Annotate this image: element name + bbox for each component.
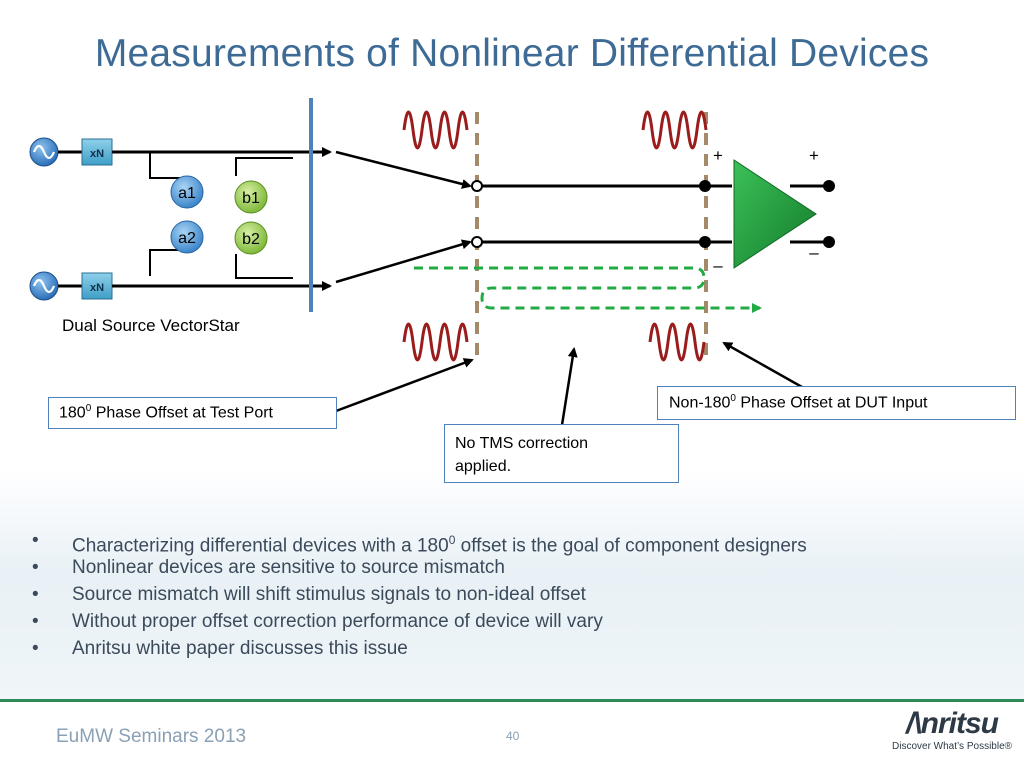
receiver-b1-label: b1 [242,190,260,207]
page-number: 40 [506,729,520,743]
bullet-list: Characterizing differential devices with… [32,527,807,662]
bullet-3-text: Source mismatch will shift stimulus sign… [72,584,586,605]
source-top-icon [29,137,59,167]
signal-path-dashed [414,266,762,313]
input-plus-sign: + [713,146,723,165]
differential-amplifier-icon [733,159,817,269]
callout-no-tms-line2: applied. [455,458,512,475]
bullet-item: Anritsu white paper discusses this issue [32,635,807,662]
logo-wordmark: /\nritsu [905,707,999,740]
bullet-item: Nonlinear devices are sensitive to sourc… [32,554,807,581]
footer-event-label: EuMW Seminars 2013 [56,726,247,747]
bullet-5-text: Anritsu white paper discusses this issue [72,638,408,659]
callout-dut-input: Non-1800 Phase Offset at DUT Input [657,386,1016,420]
output-plus-sign: + [809,146,819,165]
bullet-4-text: Without proper offset correction perform… [72,611,603,632]
callout-dut-text: Phase Offset at DUT Input [735,394,928,412]
bullet-item: Characterizing differential devices with… [32,527,807,557]
bullet-1-text: Characterizing differential devices with… [72,535,449,557]
callout-dut-prefix: Non-180 [669,394,731,412]
bullet-1-text-end: offset is the goal of component designer… [455,535,807,557]
callout-no-tms: No TMS correction applied. [444,424,679,483]
bullet-item: Source mismatch will shift stimulus sign… [32,581,807,608]
source-label: Dual Source VectorStar [62,316,240,335]
logo-tagline: Discover What’s Possible® [892,741,1012,752]
callout-test-port-text: Phase Offset at Test Port [91,404,273,422]
receiver-a2: a2 [170,220,204,254]
callout-dut-sup: 0 [730,393,736,404]
bullet-2-text: Nonlinear devices are sensitive to sourc… [72,557,505,578]
receiver-a2-label: a2 [178,230,196,247]
bullet-1-sup: 0 [448,533,456,547]
source-bottom-icon [29,271,59,301]
differential-measurement-diagram: xN xN a1 a2 b1 b2 Dual Source VectorStar [29,98,835,426]
bullet-item: Without proper offset correction perform… [32,608,807,635]
callout-test-port-sup: 0 [85,403,92,414]
callout-test-port-base: 180 [59,404,86,422]
output-minus-sign: – [809,243,819,262]
callout-no-tms-line1: No TMS correction [455,435,589,452]
callout-test-port: 1800 Phase Offset at Test Port [48,397,337,429]
multiplier-top-label: xN [90,148,104,160]
multiplier-top: xN [81,138,113,166]
input-minus-sign: – [713,256,723,275]
receiver-b2-label: b2 [242,231,260,248]
receiver-a1-label: a1 [178,185,196,202]
receiver-a1: a1 [170,175,204,209]
anritsu-logo: /\nritsu Discover What’s Possible® [892,707,1012,757]
receiver-b1: b1 [234,180,268,214]
page-title: Measurements of Nonlinear Differential D… [94,32,930,75]
multiplier-bottom-label: xN [90,282,104,294]
receiver-b2: b2 [234,221,268,255]
footer-divider [0,699,1024,702]
multiplier-bottom: xN [81,272,113,300]
sine-wave-icons [402,110,708,362]
